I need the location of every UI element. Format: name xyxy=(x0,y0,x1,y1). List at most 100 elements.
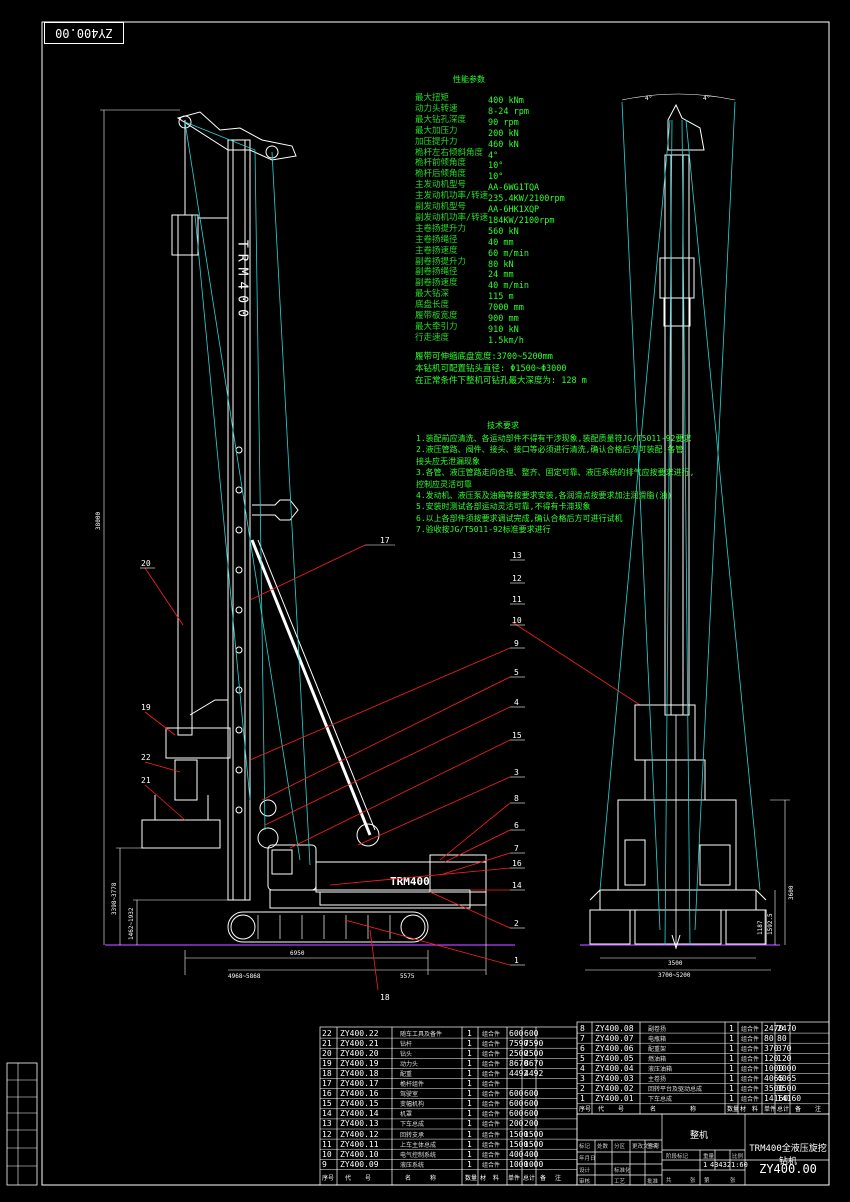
spec-value: 200 kN xyxy=(488,128,519,139)
bom-left-total-weight: 8670 xyxy=(524,1058,544,1068)
bom-right-header-cell: 序号 xyxy=(579,1106,592,1113)
bom-left-total-weight: 600 xyxy=(524,1028,539,1038)
bom-left-code: ZY400.14 xyxy=(340,1109,379,1119)
front-mast xyxy=(664,154,690,716)
bom-left-total-weight: 2500 xyxy=(524,1048,544,1058)
bom-right-name: 液压油箱 xyxy=(648,1065,673,1073)
tech-heading: 技术要求 xyxy=(487,421,519,430)
dim-front-h1: 3600 xyxy=(788,885,795,900)
bom-left-name: 钻头 xyxy=(400,1050,413,1058)
bom-left-qty: 1 xyxy=(467,1048,472,1058)
callout-1: 1 xyxy=(514,956,519,965)
bom-left-material: 组合件 xyxy=(482,1091,501,1099)
callout-12: 12 xyxy=(512,574,522,583)
bom-left-material: 组合件 xyxy=(482,1121,501,1129)
bom-left-code: ZY400.12 xyxy=(340,1129,379,1139)
bom-left-total-weight: 4492 xyxy=(524,1068,544,1078)
spec-value: 1.5km/h xyxy=(488,335,524,346)
bom-left-total-weight: 1000 xyxy=(524,1159,544,1169)
bom-left-code: ZY400.09 xyxy=(340,1159,379,1169)
bom-left-unit-weight: 600 xyxy=(509,1099,524,1109)
bom-right-name: 副卷扬 xyxy=(648,1025,667,1033)
drawing-code-rotated: ZY400.00 xyxy=(44,22,124,44)
assembly-label: 整机 xyxy=(690,1131,709,1141)
spec-value: 90 rpm xyxy=(488,117,519,128)
callout-11: 11 xyxy=(512,595,522,604)
bom-left-code: ZY400.13 xyxy=(340,1119,379,1129)
bom-left-unit-weight: 200 xyxy=(509,1119,524,1129)
spec-row: 副发动机功率/转速184KW/2100rpm xyxy=(415,211,555,226)
bom-left-material: 组合件 xyxy=(482,1131,501,1139)
bom-right-total-weight: 4065 xyxy=(777,1074,797,1083)
left-strip-cells xyxy=(7,1063,37,1185)
bom-left-no: 11 xyxy=(322,1139,332,1149)
dim-front-track: 3500 xyxy=(668,960,683,967)
dim-tail: 5575 xyxy=(400,973,415,980)
bom-right-name: 燃油箱 xyxy=(648,1055,667,1063)
bom-left-unit-weight: 600 xyxy=(509,1028,524,1038)
bom-right-header-cell: 单件 xyxy=(764,1106,777,1113)
bom-left-name: 电气控制系统 xyxy=(400,1151,437,1159)
bom-left-name: 桅杆组件 xyxy=(400,1081,425,1088)
bom-left-material: 组合件 xyxy=(482,1070,501,1078)
bom-left-no: 17 xyxy=(322,1079,332,1088)
bom-right-material: 组合件 xyxy=(741,1055,760,1063)
bom-left-code: ZY400.15 xyxy=(340,1099,379,1109)
spec-value: 235.4KW/2100rpm xyxy=(488,194,565,205)
bom-left-name: 下车总成 xyxy=(400,1121,425,1129)
bom-right-qty: 1 xyxy=(729,1033,734,1043)
bom-right-qty: 1 xyxy=(729,1063,734,1073)
bom-left-name: 机罩 xyxy=(400,1111,413,1119)
dim-base-length: 6950 xyxy=(290,950,305,957)
spec-value: 4° xyxy=(488,150,499,161)
mast xyxy=(227,139,251,901)
spec-label: 桅杆后倾角度 xyxy=(415,169,467,180)
callout-4: 4 xyxy=(514,698,519,707)
tech-line: 7.验收按JG/T5011-92标准要求进行 xyxy=(416,525,551,535)
bom-right-code: ZY400.07 xyxy=(595,1033,634,1043)
dim-total-height: 38000 xyxy=(95,512,102,530)
bom-right-header-cell: 总计 xyxy=(777,1106,790,1113)
bom-right-name: 下车总成 xyxy=(648,1096,673,1104)
bom-left-total-weight: 600 xyxy=(524,1089,539,1099)
bom-left-total-weight: 400 xyxy=(524,1149,539,1159)
bom-right-material: 组合件 xyxy=(741,1086,760,1094)
scale-weight: 43432 xyxy=(710,1161,732,1169)
bom-right-unit-weight: 1000 xyxy=(764,1063,784,1073)
spec-value: 115 m xyxy=(488,292,514,303)
callout-13: 13 xyxy=(512,551,522,560)
bom-right-material: 组合件 xyxy=(741,1025,760,1033)
revision-cell: 共 xyxy=(666,1178,672,1184)
bom-right-no: 4 xyxy=(580,1063,585,1073)
callout-16: 16 xyxy=(512,859,522,868)
spec-label: 主卷扬速度 xyxy=(415,245,458,256)
callout-underlines xyxy=(140,544,525,966)
mast-crown xyxy=(176,111,297,161)
bom-right-total-weight: 370 xyxy=(777,1043,792,1053)
callout-18: 18 xyxy=(380,993,390,1002)
bom-right-unit-weight: 4065 xyxy=(764,1074,784,1083)
bom-left-total-weight: 600 xyxy=(524,1109,539,1119)
mast-text: TRM400 xyxy=(235,240,250,323)
bom-left-code: ZY400.16 xyxy=(340,1089,379,1099)
bom-right-code: ZY400.05 xyxy=(595,1053,634,1063)
bom-right-header-cell: 料 xyxy=(752,1106,759,1113)
callout-3: 3 xyxy=(514,768,519,777)
revision-cell: 签名 xyxy=(647,1144,659,1150)
spec-label: 底盘长度 xyxy=(415,300,450,311)
spec-label: 履带板宽度 xyxy=(415,311,458,321)
tech-line: 2.液压管路、阀件、接头、接口等必须进行清洗,确认合格后方可装配,各管 xyxy=(416,445,684,455)
specs-heading: 性能参数 xyxy=(453,75,485,84)
bom-left-total-weight: 1500 xyxy=(524,1139,544,1149)
spec-value: 80 kN xyxy=(488,259,514,270)
revision-cell: 张 xyxy=(730,1178,736,1184)
bom-right-no: 8 xyxy=(580,1023,585,1033)
